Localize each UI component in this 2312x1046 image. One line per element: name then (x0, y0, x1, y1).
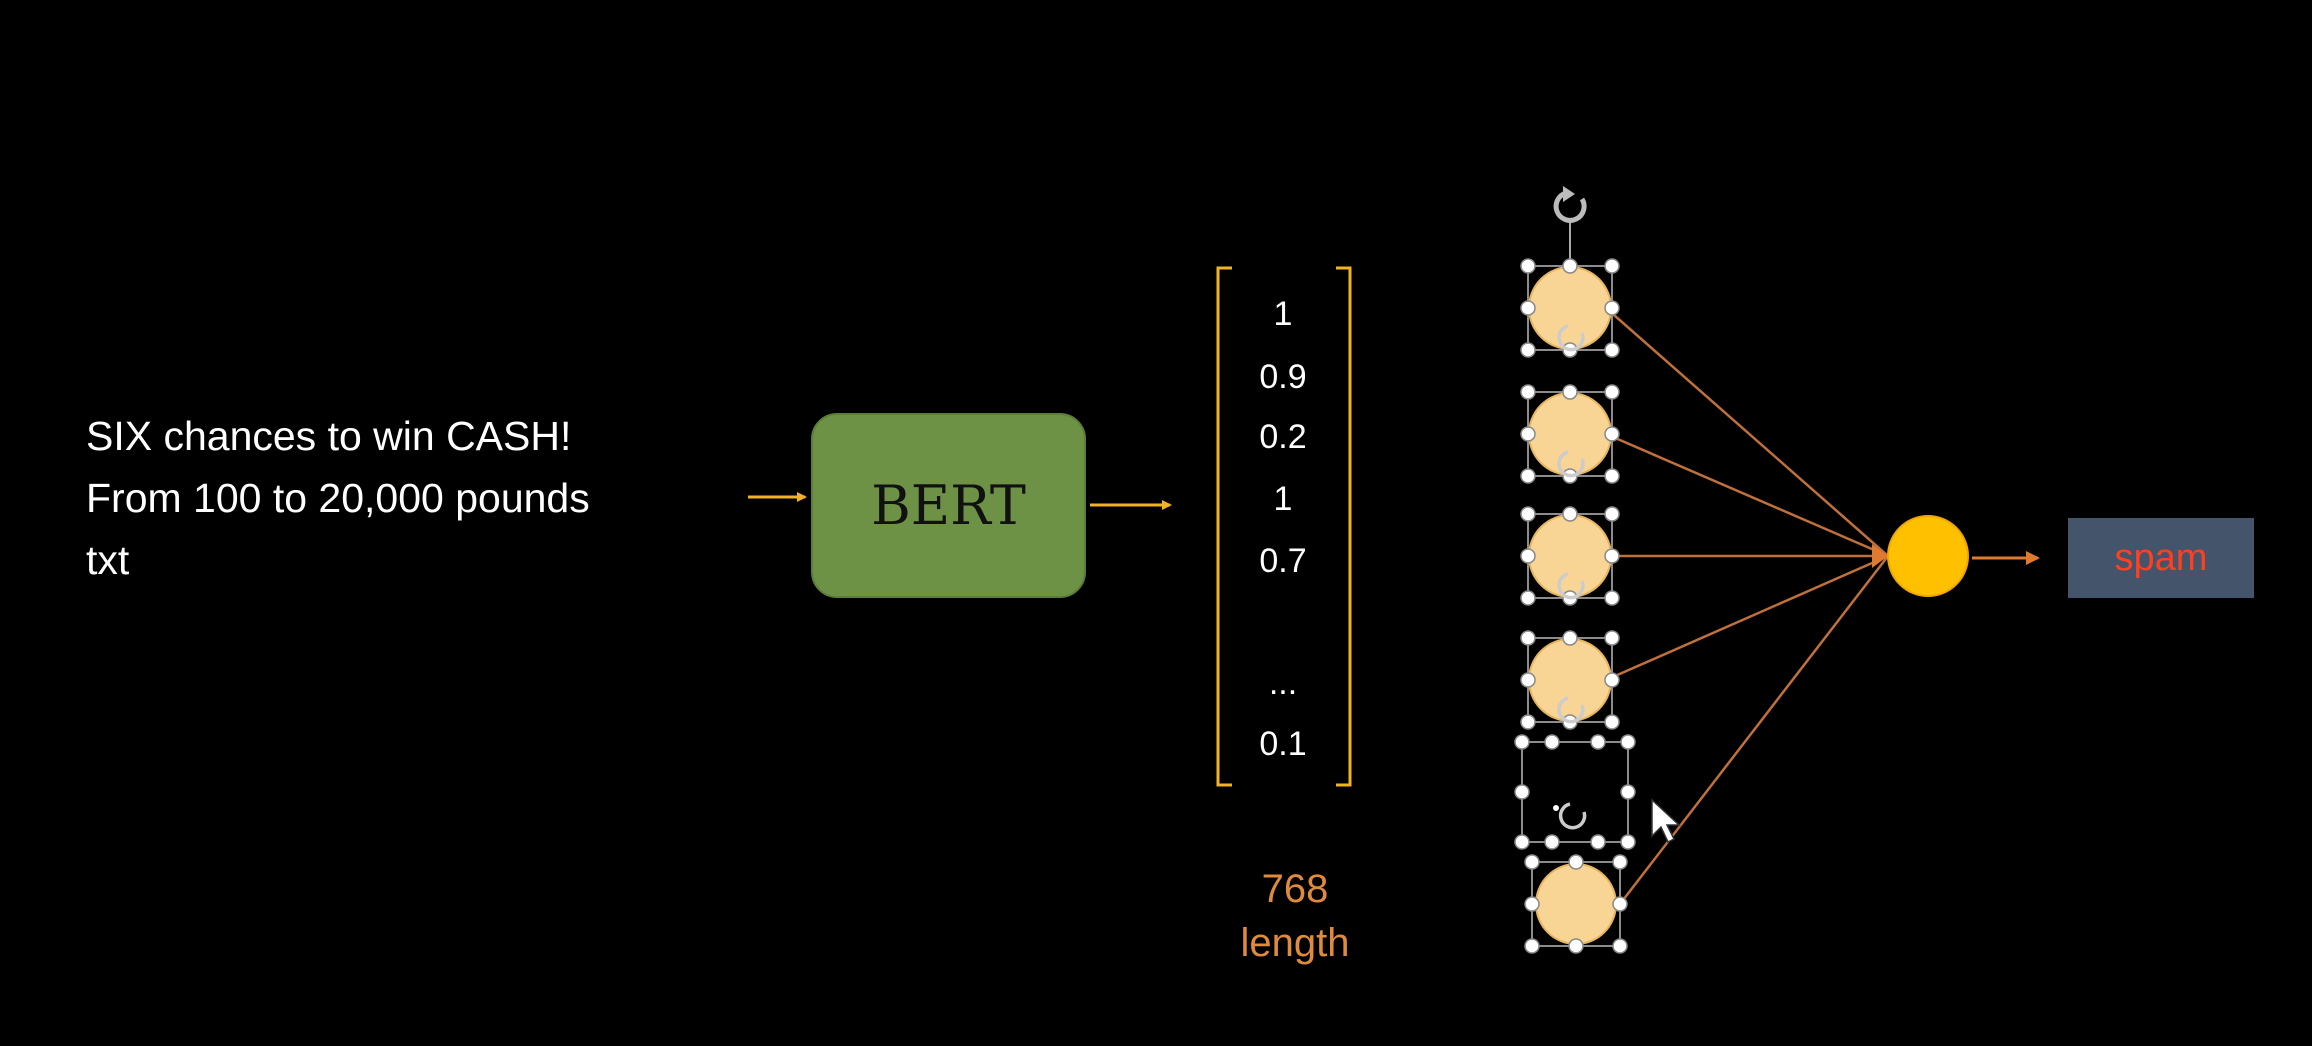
bert-label: BERT (871, 474, 1026, 537)
input-neuron-last[interactable] (1524, 854, 1628, 954)
vector-value: 1 (1273, 295, 1293, 333)
vector-bracket-left (1216, 266, 1232, 787)
vector-value: 0.2 (1259, 418, 1307, 456)
vector-length-word: length (1240, 921, 1350, 965)
edge (1605, 307, 1889, 557)
input-line-3: txt (86, 537, 130, 583)
vector-length-label: 768 length (1210, 862, 1380, 970)
vector-value: 1 (1273, 480, 1293, 518)
input-line-2: From 100 to 20,000 pounds (86, 475, 590, 521)
embedding-vector: 1 0.9 0.2 1 0.7 ... 0.1 (1212, 270, 1354, 788)
vector-ellipsis: ... (1268, 664, 1298, 702)
vector-length-number: 768 (1261, 867, 1329, 911)
output-label-box[interactable]: spam (2068, 518, 2254, 598)
output-label: spam (2114, 536, 2208, 579)
vector-value: 0.7 (1259, 542, 1307, 580)
rotate-handle-icon[interactable] (1553, 186, 1587, 223)
input-sentence: SIX chances to win CASH! From 100 to 20,… (86, 405, 590, 591)
placeholder-neuron-selection[interactable] (1514, 734, 1636, 850)
vector-value: 0.1 (1259, 725, 1307, 763)
vector-value: 0.9 (1259, 358, 1307, 396)
input-line-1: SIX chances to win CASH! (86, 413, 572, 459)
output-neuron (1887, 515, 1969, 597)
edge-arrowhead (1872, 544, 1888, 568)
edge (1619, 555, 1889, 905)
input-neuron[interactable] (1520, 258, 1620, 358)
edge (1605, 432, 1889, 558)
input-neuron[interactable] (1520, 630, 1620, 730)
vector-bracket-right (1336, 266, 1352, 787)
input-neuron[interactable] (1520, 384, 1620, 484)
bert-model-box[interactable]: BERT (811, 413, 1086, 598)
edge (1605, 554, 1889, 682)
input-neuron[interactable] (1520, 506, 1620, 606)
mouse-cursor-icon (1651, 798, 1681, 844)
